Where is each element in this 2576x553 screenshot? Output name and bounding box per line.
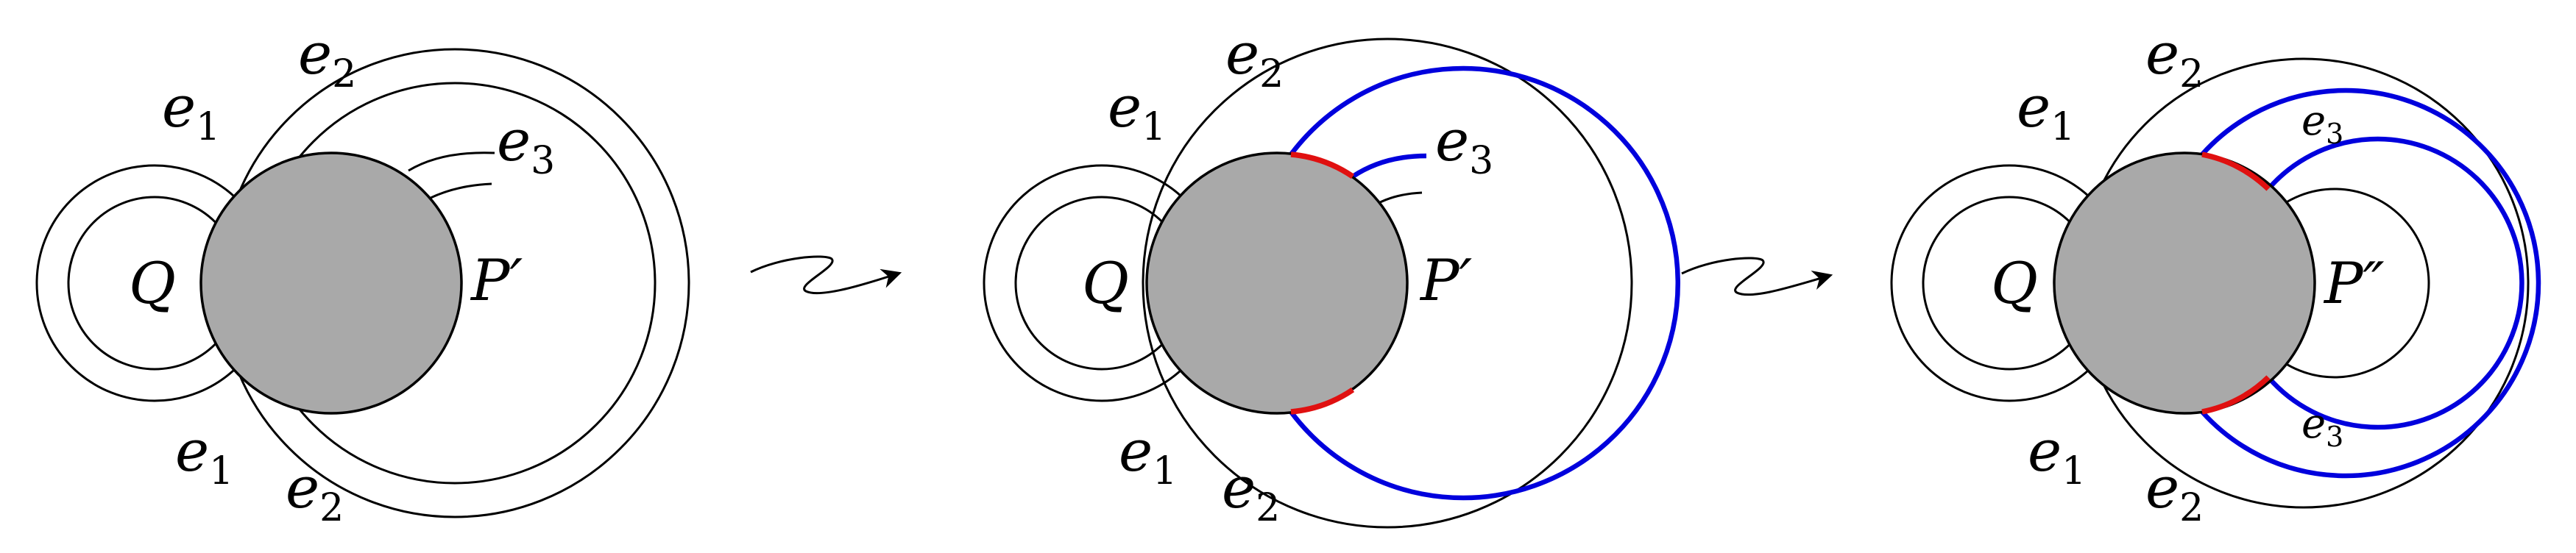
e3-strand-lower [428,182,492,200]
panel-2: e1 e1 e2 e2 e3 Q P′ [983,21,1680,530]
red-boundary-segment-top [2201,151,2271,191]
label-e2-bottom: e2 [1222,455,1280,530]
label-e3-top: e3 [2301,97,2343,150]
label-e2-bottom: e2 [2145,455,2204,530]
label-e3-bottom: e3 [2301,400,2343,453]
e3-highlighted-strand [1351,153,1427,179]
e2-highlighted-loop [1289,65,1680,501]
e3-outer-highlighted-loop [2200,88,2541,479]
gray-disk [199,151,463,415]
label-q: Q [1991,251,2038,317]
red-boundary-segment-top [1290,151,1355,179]
label-e1-bottom: e1 [2028,418,2086,493]
gray-disk [2053,151,2316,415]
label-e1-bottom: e1 [1119,418,1177,493]
squiggle-arrow-icon [750,255,902,295]
label-e2-top: e2 [1225,21,1284,96]
label-e1-top: e1 [2017,74,2075,149]
label-e3: e3 [497,108,555,183]
p-outer-loop-e2 [1142,38,1633,529]
squiggle-arrow-icon [1681,257,1833,296]
label-e1-bottom: e1 [175,418,233,493]
red-boundary-segment-bottom [1290,387,1355,415]
label-e1-top: e1 [1108,74,1166,149]
panel-1: e1 e1 e2 e2 e3 Q P′ [35,21,690,530]
label-e3: e3 [1435,108,1493,183]
label-e1-top: e1 [162,74,220,149]
gray-disk [1145,151,1409,415]
e3-strand-upper [408,151,495,172]
label-p-prime: P′ [470,248,523,314]
red-boundary-segment-bottom [2201,375,2271,415]
label-e2-top: e2 [2145,21,2204,96]
label-p-prime: P′ [1419,248,1472,314]
panel-3: e1 e1 e2 e2 e3 e3 Q P″ [1890,21,2541,530]
label-p-double-prime: P″ [2323,251,2385,317]
label-e2-bottom: e2 [286,455,344,530]
label-q: Q [1082,251,1129,317]
e3-inner-highlighted-loop [2266,136,2524,430]
label-q: Q [129,251,176,317]
label-e2-top: e2 [298,21,356,96]
